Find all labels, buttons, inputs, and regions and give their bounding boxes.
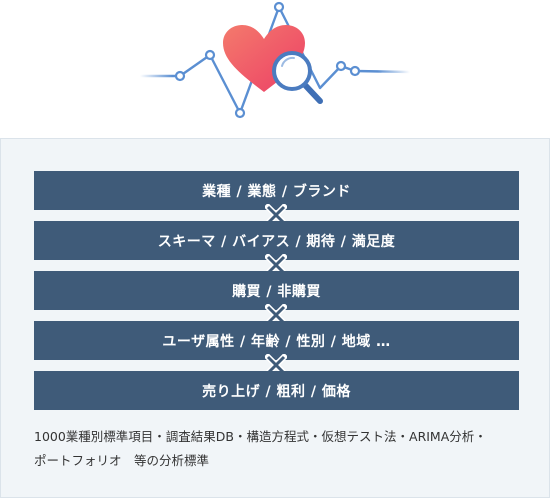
analysis-items-panel: 業種 / 業態 / ブランド スキーマ / バイアス / 期待 / 満足度 購買…	[0, 138, 550, 498]
pulse-line	[140, 1, 411, 119]
bar-industry: 業種 / 業態 / ブランド	[34, 171, 519, 210]
description-line-2: ポートフォリオ 等の分析標準	[34, 453, 210, 468]
analysis-standards-text: 1000業種別標準項目・調査結果DB・構造方程式・仮想テスト法・ARIMA分析・…	[34, 425, 534, 473]
magnifier-icon	[272, 51, 323, 104]
bar-schema: スキーマ / バイアス / 期待 / 満足度	[34, 221, 519, 260]
description-line-1: 1000業種別標準項目・調査結果DB・構造方程式・仮想テスト法・ARIMA分析・	[34, 429, 487, 444]
hero-illustration	[0, 0, 550, 138]
bar-purchase: 購買 / 非購買	[34, 271, 519, 310]
multiply-icon	[265, 354, 287, 376]
bar-sales: 売り上げ / 粗利 / 価格	[34, 371, 519, 410]
heart-pulse-magnifier-icon	[140, 1, 411, 119]
bar-user-attributes: ユーザ属性 / 年齢 / 性別 / 地域 …	[34, 321, 519, 360]
